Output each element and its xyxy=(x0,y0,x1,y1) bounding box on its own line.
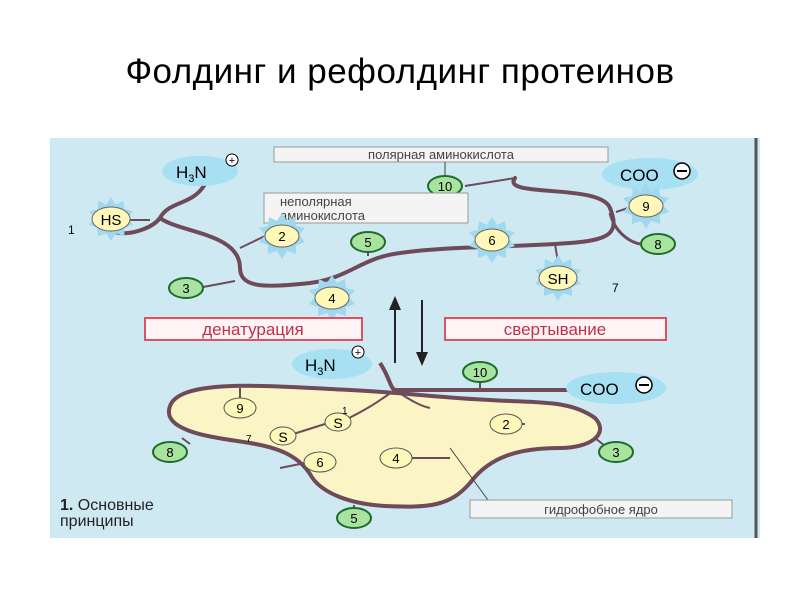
residue-3-bottom: 3 xyxy=(594,437,634,463)
residue-2-bottom: 2 xyxy=(489,413,525,435)
callout-nonpolar-line2: аминокислота xyxy=(280,208,366,223)
callout-core-text: гидрофобное ядро xyxy=(544,502,658,517)
n-terminus-bottom-sub: 3 xyxy=(317,366,323,378)
folded-chain-inner xyxy=(344,389,431,421)
svg-text:2: 2 xyxy=(278,229,285,244)
figure-caption: 1. Основные принципы xyxy=(60,497,154,530)
c-terminus-top: COO xyxy=(602,158,698,190)
callout-polar-amino-acid: полярная аминокислота xyxy=(273,146,609,178)
callout-nonpolar-line1: неполярная xyxy=(280,194,352,209)
disulfide-s-1: S 1 xyxy=(324,406,352,432)
residue-4-top: 4 xyxy=(309,275,355,321)
caption-number: 1. xyxy=(60,497,73,514)
n-terminus-bottom-charge: + xyxy=(355,347,361,359)
disulfide-s-7: S 7 xyxy=(246,423,326,446)
residue-3-top: 3 xyxy=(168,277,204,299)
folded-chain-backbone xyxy=(378,361,570,392)
s-index-7: 7 xyxy=(246,434,252,445)
svg-text:9: 9 xyxy=(236,401,243,416)
svg-text:4: 4 xyxy=(328,291,335,306)
svg-text:H3N: H3N xyxy=(176,163,207,185)
n-terminus-sub: 3 xyxy=(188,173,194,185)
n-terminus-top: H3N + xyxy=(162,153,239,186)
residue-8-top: 8 xyxy=(640,233,676,255)
svg-text:8: 8 xyxy=(654,237,661,252)
caption-line2: принципы xyxy=(60,513,134,530)
residue-10-bottom: 10 xyxy=(462,361,498,383)
sh-index: 7 xyxy=(612,281,619,295)
svg-text:6: 6 xyxy=(316,455,323,470)
residue-9-bottom: 9 xyxy=(223,388,257,419)
residue-5-top: 5 xyxy=(350,231,386,253)
denaturation-label-box: денатурация xyxy=(144,317,363,341)
svg-text:8: 8 xyxy=(166,445,173,460)
residue-5-bottom: 5 xyxy=(336,505,372,529)
residue-8-bottom: 8 xyxy=(152,437,191,463)
n-terminus-tail: N xyxy=(194,163,206,182)
callout-hydrophobic-core: гидрофобное ядро xyxy=(449,447,733,519)
svg-text:3: 3 xyxy=(612,445,619,460)
residue-6-bottom: 6 xyxy=(279,451,337,473)
hydrophobic-core-shape xyxy=(166,383,603,509)
c-terminus-text: COO xyxy=(620,166,659,185)
svg-text:H3N: H3N xyxy=(305,356,336,378)
svg-text:5: 5 xyxy=(350,511,357,526)
c-terminus-bottom: COO xyxy=(566,372,666,404)
n-terminus-base: H xyxy=(176,163,188,182)
svg-text:6: 6 xyxy=(488,233,495,248)
callout-nonpolar-amino-acid: неполярная аминокислота xyxy=(263,192,469,231)
c-terminus-bottom-text: COO xyxy=(580,380,619,399)
sh-group: SH 7 xyxy=(535,255,619,301)
folding-label: свертывание xyxy=(504,320,607,339)
denaturation-label: денатурация xyxy=(202,320,303,339)
residue-4-bottom: 4 xyxy=(379,447,450,469)
svg-text:10: 10 xyxy=(438,179,452,194)
caption-line1: Основные xyxy=(78,497,154,514)
denaturation-arrow-up xyxy=(389,296,401,363)
folding-arrow-down xyxy=(416,300,428,366)
folding-label-box: свертывание xyxy=(444,317,667,341)
residue-9-top: 9 xyxy=(623,183,669,229)
residue-6-top: 6 xyxy=(469,217,515,263)
svg-text:1. Основные: 1. Основные xyxy=(60,497,154,514)
sh-label: SH xyxy=(548,271,569,288)
svg-text:4: 4 xyxy=(392,451,399,466)
n-terminus-bottom-tail: N xyxy=(323,356,335,375)
svg-text:S: S xyxy=(278,429,287,445)
residue-10-top: 10 xyxy=(427,175,463,197)
svg-text:10: 10 xyxy=(473,365,487,380)
s-index-1: 1 xyxy=(342,406,348,417)
n-terminus-bottom: H3N + xyxy=(292,345,372,379)
svg-text:5: 5 xyxy=(364,235,371,250)
svg-text:S: S xyxy=(333,415,342,431)
svg-text:9: 9 xyxy=(642,199,649,214)
protein-folding-figure: H3N + полярная аминокислота COO 10 непол… xyxy=(50,138,760,538)
n-terminus-bottom-base: H xyxy=(305,356,317,375)
slide-title: Фолдинг и рефолдинг протеинов xyxy=(125,52,675,91)
hs-group: HS 1 xyxy=(68,196,134,242)
svg-text:3: 3 xyxy=(182,281,189,296)
svg-text:2: 2 xyxy=(502,417,509,432)
hs-index: 1 xyxy=(68,223,75,237)
callout-polar-text: полярная аминокислота xyxy=(368,147,515,162)
residue-2-top: 2 xyxy=(259,213,305,259)
hs-label: HS xyxy=(101,212,122,229)
n-terminus-charge: + xyxy=(229,155,235,167)
